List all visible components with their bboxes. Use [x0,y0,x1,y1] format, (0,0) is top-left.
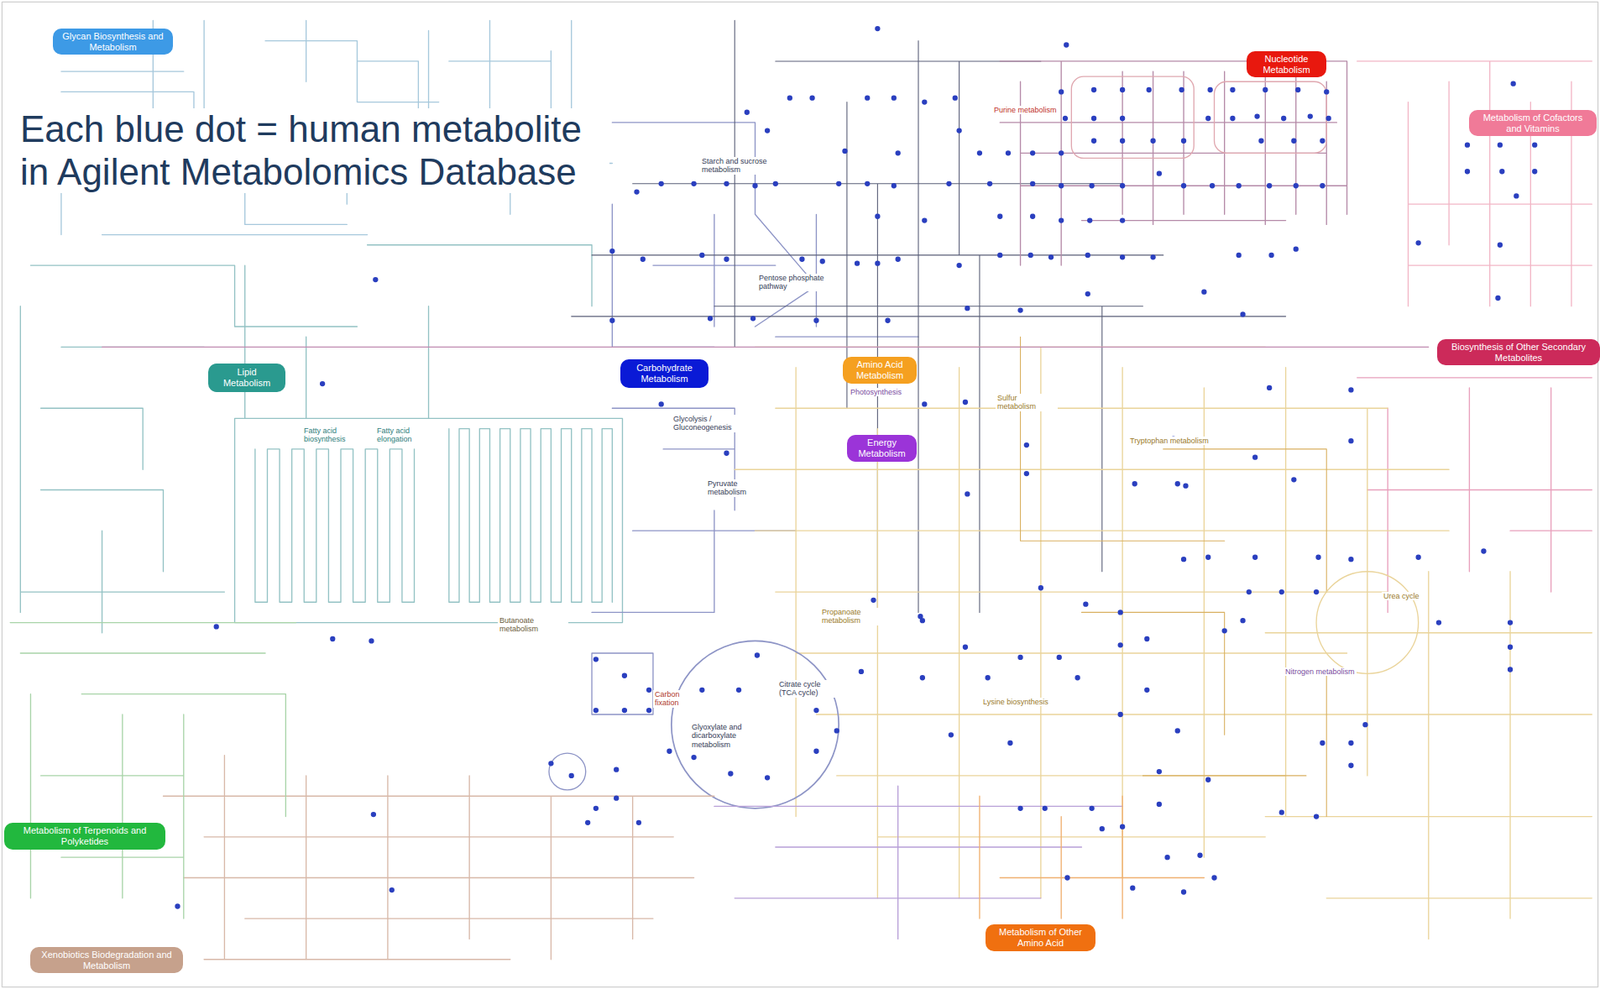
overlay-note: Each blue dot = human metabolite in Agil… [18,108,610,194]
category-label: Nucleotide Metabolism [1252,53,1321,75]
pathway-label: Urea cycle [1381,591,1422,601]
cross-map-line [102,346,1429,348]
pathway-label: Pentose phosphate pathway [757,273,828,292]
category-label: Lipid Metabolism [214,366,280,388]
category-box: Nucleotide Metabolism [1246,51,1327,78]
category-box: Energy Metabolism [847,434,917,462]
category-label: Carbohydrate Metabolism [626,362,703,384]
small-cycle-ring [549,752,586,790]
category-label: Metabolism of Other Amino Acid [991,926,1090,948]
category-label: Glycan Biosynthesis and Metabolism [58,31,168,53]
pathway-label: Glycolysis / Gluconeogenesis [671,414,751,433]
category-label: Biosynthesis of Other Secondary Metaboli… [1443,341,1595,363]
pathway-label: Fatty acid elongation [375,426,429,445]
tca-cycle-ring [671,640,839,808]
category-box: Metabolism of Terpenoids and Polyketides [4,822,166,850]
category-box: Lipid Metabolism [208,363,286,393]
cofactor-pathways [1357,61,1593,307]
category-box: Amino Acid Metabolism [842,356,917,384]
pathway-label: Sulfur metabolism [995,393,1058,412]
other-amino-acid-pathways [979,795,1204,919]
pathway-label: Lysine biosynthesis [981,697,1051,706]
xenobiotic-pathways [162,755,714,960]
nucleotide-pathways [999,61,1347,266]
pathway-label: Photosynthesis [848,387,904,397]
nucleotide-loop [1071,76,1194,158]
pathway-label: Starch and sucrose metabolism [700,156,780,175]
pathway-label: Nitrogen metabolism [1283,667,1357,676]
pathway-label: Tryptophan metabolism [1128,436,1211,445]
terpenoid-pathways [10,622,296,920]
amino-acid-pathways [734,346,1592,939]
pathway-label: Glyoxylate and dicarboxylate metabolism [690,722,769,749]
pathway-label: Propanoate metabolism [820,607,891,626]
amino-acid-links [1020,336,1328,816]
lipid-pathways [20,245,623,633]
category-label: Energy Metabolism [852,437,911,459]
category-label: Metabolism of Cofactors and Vitamins [1474,112,1591,134]
urea-cycle-ring [1316,571,1419,675]
pathway-label: Citrate cycle (TCA cycle) [777,679,840,698]
pathway-label: Purine metabolism [992,105,1059,115]
pathway-label: Butanoate metabolism [497,616,569,634]
category-box: Metabolism of Other Amino Acid [985,924,1096,952]
fatty-acid-comb [255,428,612,603]
category-box: Biosynthesis of Other Secondary Metaboli… [1437,339,1600,366]
category-box: Carbohydrate Metabolism [620,359,709,388]
category-box: Metabolism of Cofactors and Vitamins [1469,109,1597,136]
pathway-label: Fatty acid biosynthesis [302,426,356,445]
category-label: Metabolism of Terpenoids and Polyketides [10,825,160,847]
category-box: Xenobiotics Biodegradation and Metabolis… [30,946,184,973]
pathway-label: Pyruvate metabolism [705,479,777,497]
pathway-label: Carbon fixation [653,690,699,708]
category-box: Glycan Biosynthesis and Metabolism [52,28,173,55]
category-label: Amino Acid Metabolism [848,359,911,381]
carbohydrate-pathways [591,122,919,715]
category-label: Xenobiotics Biodegradation and Metabolis… [36,949,178,971]
core-pathways [571,20,1287,612]
secondary-pathways [1357,377,1593,613]
